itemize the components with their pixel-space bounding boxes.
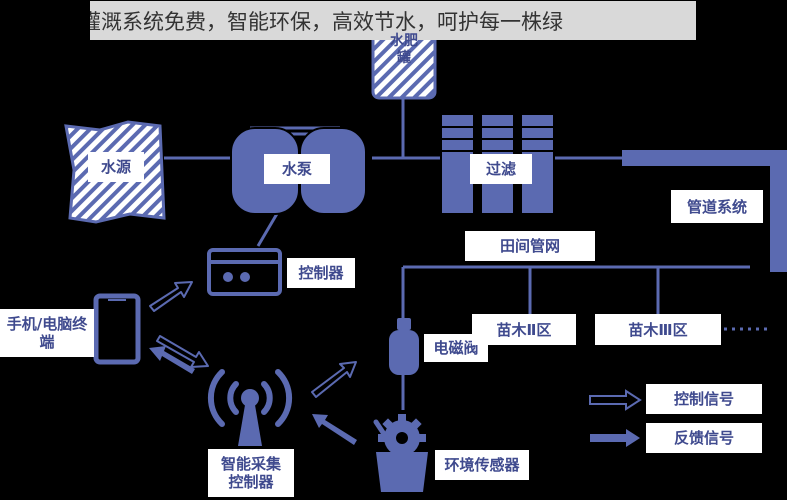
filter-text: 过滤 — [485, 160, 516, 178]
label-zone-3: 苗木Ⅲ区 — [595, 314, 721, 345]
phone-icon — [93, 293, 141, 365]
feedback-signal-text: 反馈信号 — [673, 429, 734, 447]
label-field-network: 田间管网 — [465, 231, 595, 261]
label-fertilizer-tank: 水肥罐 — [384, 28, 424, 72]
solenoid-valve-text: 电磁阀 — [433, 339, 479, 357]
label-smart-collector: 智能采集控制器 — [208, 449, 294, 497]
wireless-antenna-icon — [207, 369, 293, 446]
mobile-terminal-text: 手机/电脑终端 — [6, 315, 88, 351]
solenoid-valve-icon — [389, 318, 419, 375]
legend-feedback-signal: 反馈信号 — [646, 423, 762, 453]
feedback-arrow-sensor-antenna — [312, 414, 357, 445]
control-arrow-phone-controller — [149, 281, 193, 312]
field-network-text: 田间管网 — [499, 237, 560, 255]
label-filter: 过滤 — [470, 154, 532, 184]
legend-control-signal: 控制信号 — [646, 384, 762, 414]
sensor-gear-bucket-icon — [373, 414, 428, 492]
slogan-text: 灌溉系统免费，智能环保，高效节水，呵护每一株绿 — [90, 9, 563, 34]
label-sensor: 环境传感器 — [435, 450, 529, 480]
legend-feedback-arrow — [590, 429, 640, 447]
pipe-system-text: 管道系统 — [686, 197, 747, 216]
signal-arrows — [149, 281, 357, 398]
sensor-text: 环境传感器 — [444, 456, 520, 474]
water-source-text: 水源 — [100, 158, 131, 176]
control-arrow-antenna-valve — [311, 361, 357, 398]
label-controller: 控制器 — [287, 258, 355, 288]
label-pump: 水泵 — [264, 154, 330, 184]
smart-collector-text: 智能采集控制器 — [220, 455, 281, 491]
controller-text: 控制器 — [298, 264, 344, 282]
label-water-source: 水源 — [88, 152, 144, 182]
pump-text: 水泵 — [281, 160, 312, 178]
pipe-system-icon — [622, 150, 787, 272]
control-signal-text: 控制信号 — [673, 390, 734, 408]
label-mobile-terminal: 手机/电脑终端 — [0, 309, 94, 357]
connection-lines — [164, 98, 750, 410]
slogan-banner: 灌溉系统免费，智能环保，高效节水，呵护每一株绿 — [90, 1, 696, 40]
zone-2-text: 苗木Ⅱ区 — [496, 320, 552, 339]
fertilizer-tank-text: 水肥罐 — [390, 33, 418, 66]
feedback-arrow-antenna-phone — [149, 346, 195, 374]
label-pipe-system: 管道系统 — [671, 190, 763, 223]
controller-device-icon — [207, 248, 282, 296]
zone-3-text: 苗木Ⅲ区 — [628, 320, 688, 339]
legend-control-arrow — [589, 389, 642, 411]
control-arrow-phone-antenna — [156, 335, 209, 368]
label-zone-2: 苗木Ⅱ区 — [472, 314, 576, 345]
feedback-arrows — [149, 346, 357, 445]
